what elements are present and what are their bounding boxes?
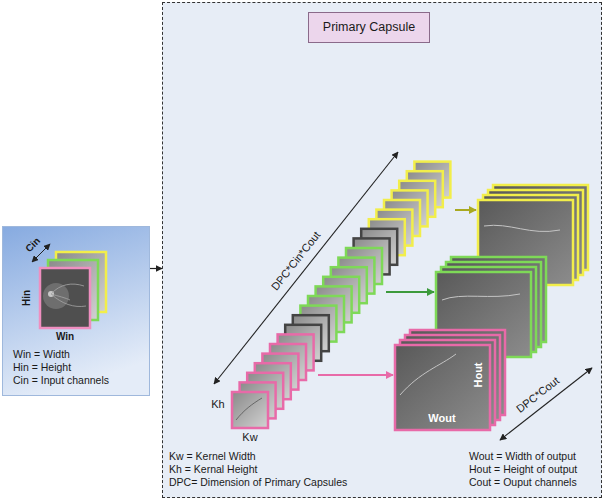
kernel-label: Kh xyxy=(211,398,224,411)
label-holder: Cin xyxy=(23,235,43,255)
kernel-map xyxy=(232,392,268,428)
output-vessel xyxy=(400,354,456,395)
text-holder: Cout = Ouput channels xyxy=(469,476,577,489)
mapping-arrow xyxy=(318,374,393,376)
retina-disc xyxy=(43,283,69,309)
output-vessel xyxy=(442,225,560,300)
label-holder: Kw xyxy=(242,431,257,444)
text-holder: Kw = Kernel Width xyxy=(169,450,256,463)
connector-arrow xyxy=(150,268,162,269)
text-holder: Hin = Height xyxy=(13,361,71,374)
input-panel: Win = WidthHin = HeightCin = Input chann… xyxy=(2,226,150,396)
definition-text: Cout = Ouput channels xyxy=(469,476,577,489)
input-panel-ground xyxy=(2,226,150,396)
output-label: Wout xyxy=(428,412,455,425)
label-holder: Hout xyxy=(472,362,485,387)
title-text: Primary Capsule xyxy=(323,20,415,35)
output-map xyxy=(395,345,490,430)
definition-text: Wout = Width of output xyxy=(469,450,576,463)
dimension-label: Hin xyxy=(21,290,33,306)
kernel-label: Kw xyxy=(242,431,257,444)
text-holder: Kh = Kernal Height xyxy=(169,463,257,476)
mapping-arrow xyxy=(386,291,434,293)
label-holder: Wout xyxy=(428,412,455,425)
text-holder: Primary Capsule xyxy=(323,20,415,35)
label-holder: Win xyxy=(56,331,74,343)
title-box: Primary Capsule xyxy=(308,12,430,43)
dimension-arrow xyxy=(214,152,398,384)
text-holder: Hout = Height of output xyxy=(469,463,577,476)
dimension-label: Win xyxy=(56,331,74,343)
mapping-arrow xyxy=(455,209,476,211)
label-holder: DPC*Cin*Cout xyxy=(269,229,324,293)
dimension-label: Cin xyxy=(23,235,43,255)
definition-text: Win = Width xyxy=(13,348,70,361)
dimension-label: DPC*Cin*Cout xyxy=(269,229,324,293)
input-channel xyxy=(40,268,90,328)
label-holder: Hin xyxy=(21,290,33,306)
capsule-panel-ground xyxy=(162,2,602,498)
dimension-arrow xyxy=(500,368,592,440)
definition-text: DPC= Dimension of Primary Capsules xyxy=(169,476,347,489)
text-holder: DPC= Dimension of Primary Capsules xyxy=(169,476,347,489)
retina-vessel xyxy=(51,284,86,306)
output-label: Hout xyxy=(472,362,485,387)
dimension-label: DPC*Cout xyxy=(514,374,562,416)
text-holder: Wout = Width of output xyxy=(469,450,576,463)
definition-text: Hin = Height xyxy=(13,361,71,374)
label-holder: Kh xyxy=(211,398,224,411)
text-holder: Cin = Input channels xyxy=(13,374,109,387)
text-holder: Win = Width xyxy=(13,348,70,361)
kernel-vessel xyxy=(236,398,262,420)
definition-text: Cin = Input channels xyxy=(13,374,109,387)
label-holder: DPC*Cout xyxy=(514,374,562,416)
definition-text: Hout = Height of output xyxy=(469,463,577,476)
definition-text: Kh = Kernal Height xyxy=(169,463,257,476)
definition-text: Kw = Kernel Width xyxy=(169,450,256,463)
primary-capsule-panel: Primary Capsule Kw = Kernel WidthKh = Ker… xyxy=(162,2,602,498)
